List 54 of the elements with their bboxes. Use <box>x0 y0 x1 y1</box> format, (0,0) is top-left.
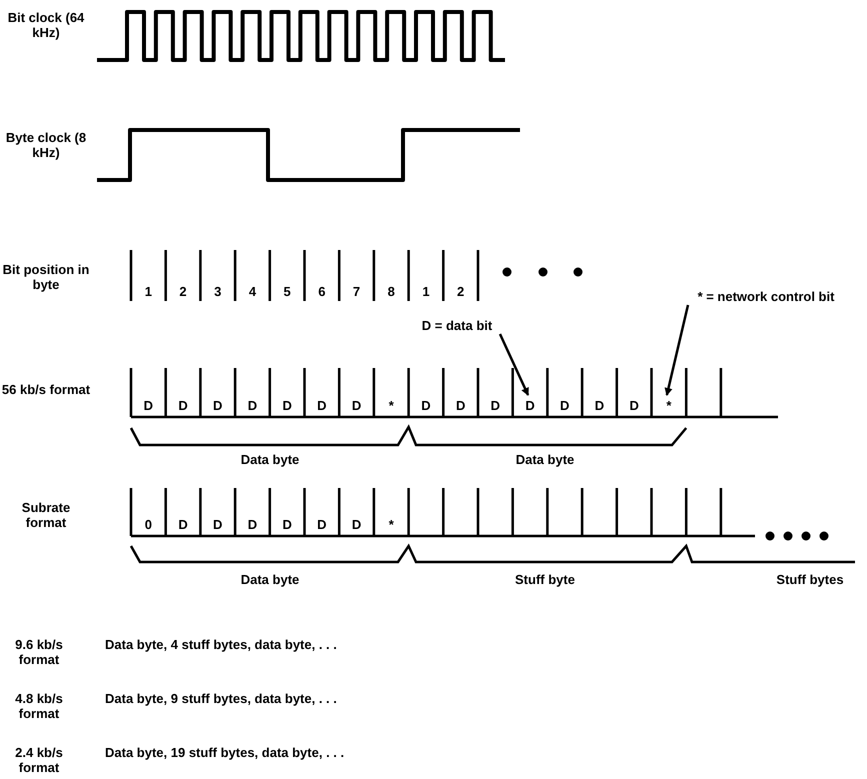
bit-value: D <box>549 396 580 414</box>
row-label: Subrate format <box>20 500 72 530</box>
bit-value: D <box>584 396 615 414</box>
bit-value: D <box>410 396 442 414</box>
bit-number: 5 <box>282 284 292 299</box>
brace-label: Stuff byte <box>514 572 576 587</box>
bit-value: * <box>376 396 407 414</box>
bit-value: D <box>133 396 164 414</box>
bit-number: 2 <box>178 284 188 299</box>
brace-label: Stuff bytes <box>775 572 845 587</box>
brace-label: Data byte <box>240 572 300 587</box>
bit-value: D <box>168 396 198 414</box>
bit-number: 7 <box>352 284 362 299</box>
bit-value: D <box>212 517 224 532</box>
bit-number: 8 <box>386 284 396 299</box>
bit-value: D <box>281 517 293 532</box>
callout-text: D = data bit <box>402 316 512 334</box>
bit-value: D <box>246 517 258 532</box>
bit-value: D <box>445 396 476 414</box>
bit-value: D <box>316 517 328 532</box>
format-description: Data byte, 4 stuff bytes, data byte, . . . <box>105 637 338 652</box>
brace-label: Data byte <box>514 452 576 467</box>
bit-value: D <box>237 396 268 414</box>
bit-value: D <box>306 396 338 414</box>
row-label: Bit position in byte <box>2 262 90 292</box>
bit-value: D <box>341 396 372 414</box>
bit-value: D <box>514 396 546 414</box>
row-label: Byte clock (8 kHz) <box>4 130 88 160</box>
bit-value: D <box>202 396 234 414</box>
bit-value: 0 <box>144 517 153 532</box>
format-description: Data byte, 19 stuff bytes, data byte, . . . <box>105 745 346 760</box>
bit-value: * <box>654 396 684 414</box>
row-label: 4.8 kb/s format <box>14 691 64 721</box>
bit-number: 6 <box>317 284 326 299</box>
row-label: 9.6 kb/s format <box>14 637 64 667</box>
bit-number: 3 <box>213 284 222 299</box>
bit-number: 2 <box>456 284 466 299</box>
bit-value: D <box>480 396 511 414</box>
format-description: Data byte, 9 stuff bytes, data byte, . . . <box>105 691 338 706</box>
bit-value: D <box>177 517 189 532</box>
leader-arrow <box>498 333 530 396</box>
bit-value: D <box>618 396 650 414</box>
row-label: Bit clock (64 kHz) <box>6 10 86 40</box>
row-label: 2.4 kb/s format <box>14 745 64 775</box>
bit-value: D <box>272 396 302 414</box>
bit-number: 1 <box>144 284 153 299</box>
brace-label: Data byte <box>240 452 300 467</box>
bit-number: 1 <box>421 284 431 299</box>
bit-value: D <box>350 517 362 532</box>
callout-text: * = network control bit <box>668 287 864 305</box>
bit-number: 4 <box>248 284 258 299</box>
bit-value: * <box>388 517 395 532</box>
leader-arrow <box>664 304 690 396</box>
row-label: 56 kb/s format <box>0 382 92 397</box>
